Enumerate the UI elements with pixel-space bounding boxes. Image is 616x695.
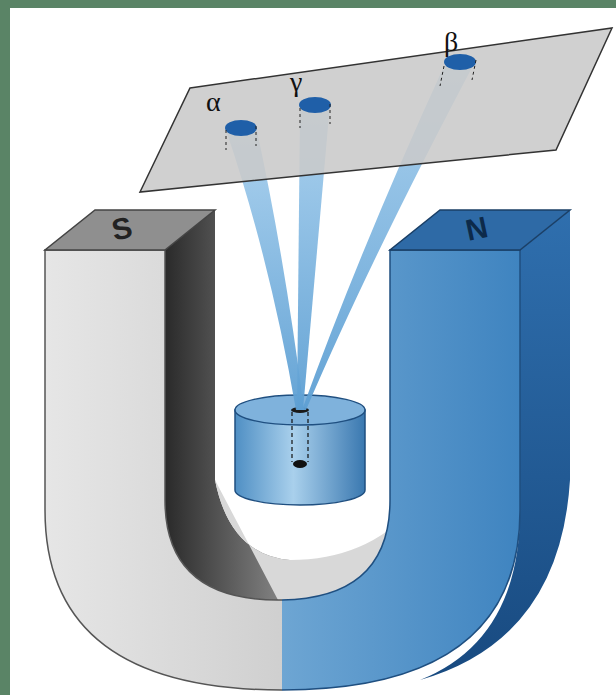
radiation-label: β [444,28,458,56]
radiation-label: γ [290,68,302,96]
radiation-label: α [206,88,221,116]
